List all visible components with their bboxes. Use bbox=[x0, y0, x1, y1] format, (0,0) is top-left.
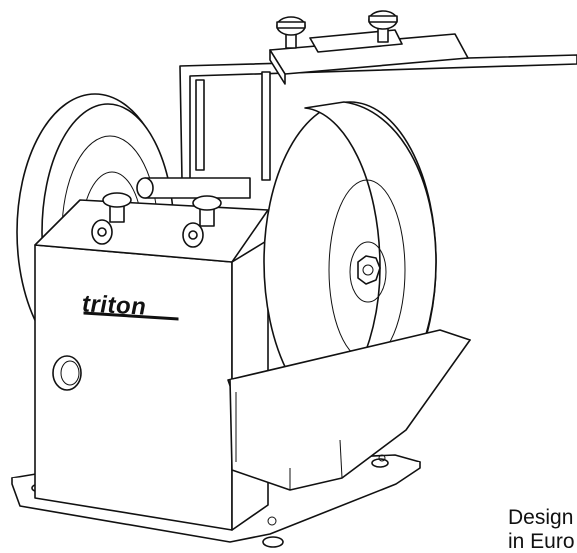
knob-icon bbox=[182, 195, 222, 248]
water-trough bbox=[227, 329, 471, 491]
caption-line-2: in Euro bbox=[508, 530, 575, 553]
caption-line-1: Design bbox=[508, 506, 574, 529]
brand-logo: triton bbox=[82, 290, 179, 321]
jig-clamp bbox=[269, 29, 469, 85]
knob-icon bbox=[276, 16, 306, 49]
knob-icon bbox=[52, 355, 82, 391]
knob-icon bbox=[91, 192, 132, 245]
knob-icon bbox=[368, 10, 398, 43]
